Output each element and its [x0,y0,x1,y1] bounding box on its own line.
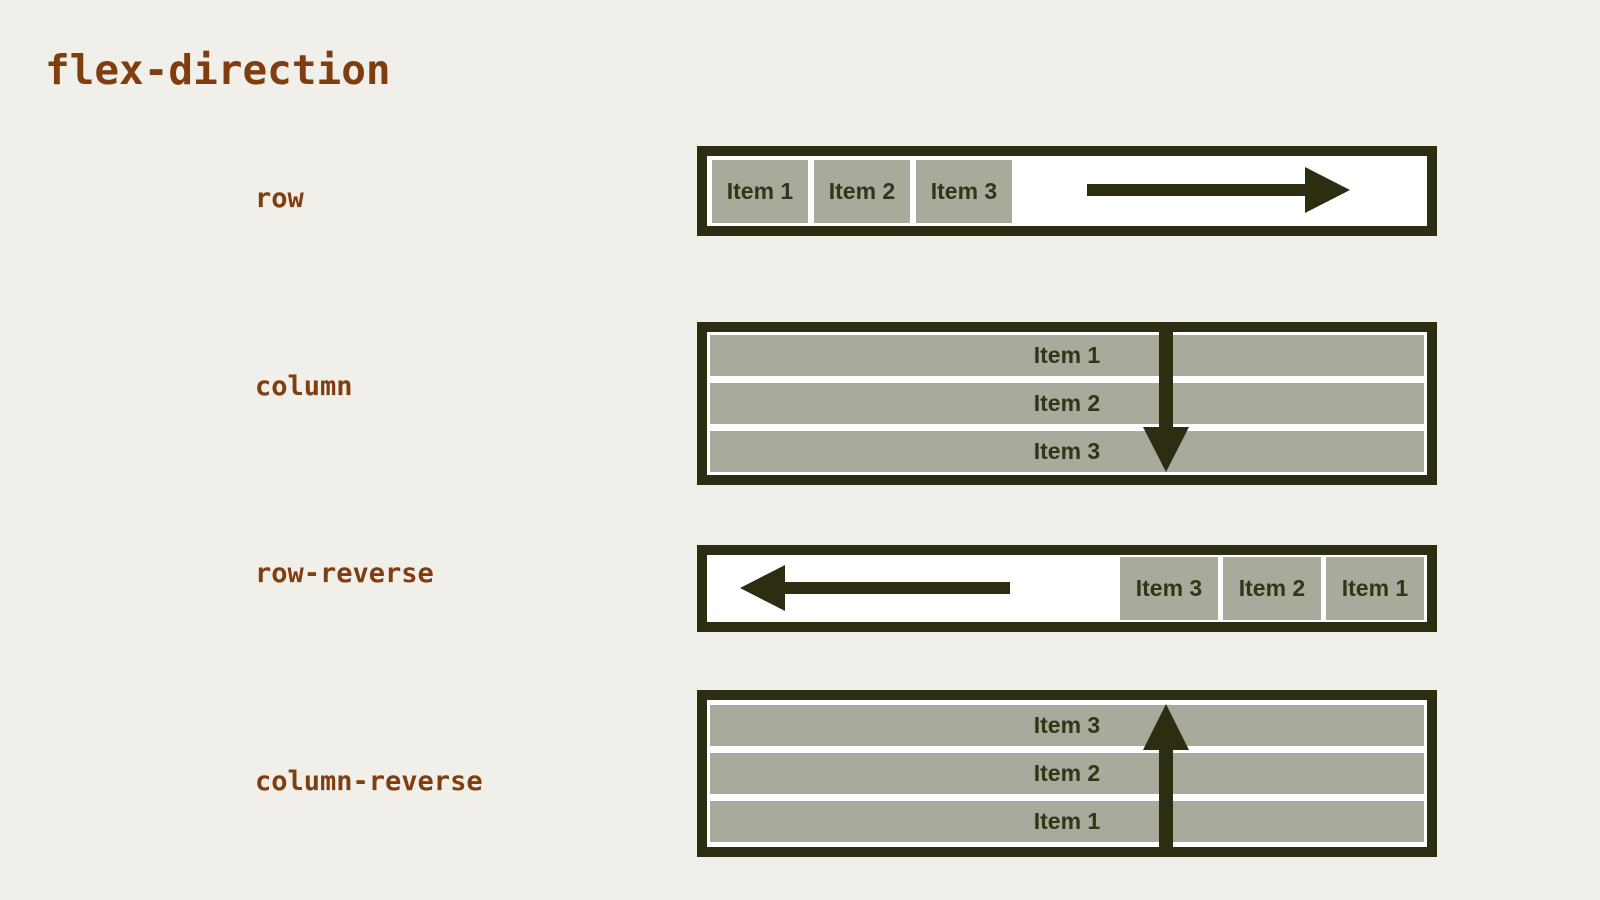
flex-item-2: Item 2 [1223,557,1321,620]
arrow-shaft [1159,332,1173,427]
label-row-reverse: row-reverse [255,558,434,589]
flex-item-2: Item 2 [710,753,1424,794]
flex-item-3: Item 3 [1120,557,1218,620]
flex-item-1: Item 1 [710,801,1424,842]
flex-item-3: Item 3 [916,159,1012,223]
flex-item-1: Item 1 [712,159,808,223]
arrow-shaft [1087,184,1305,196]
flex-item-3: Item 3 [710,431,1424,472]
row-demo-box: Item 1 Item 2 Item 3 [697,146,1437,236]
flex-item-3: Item 3 [710,705,1424,746]
arrow-up-icon [707,700,1427,847]
arrow-left-icon [707,555,1427,622]
flex-item-2: Item 2 [710,383,1424,424]
arrow-right-icon [707,156,1427,226]
page-title: flex-direction [45,46,391,94]
arrow-head [1143,427,1189,472]
column-reverse-demo-box: Item 3 Item 2 Item 1 [697,690,1437,857]
label-column-reverse: column-reverse [255,766,483,797]
flex-item-1: Item 1 [1326,557,1424,620]
arrow-head [1143,704,1189,750]
arrow-shaft [785,582,1010,594]
flex-item-1: Item 1 [710,335,1424,376]
flex-item-2: Item 2 [814,159,910,223]
arrow-head [740,565,785,611]
label-column: column [255,371,353,402]
row-reverse-demo-box: Item 3 Item 2 Item 1 [697,545,1437,632]
arrow-down-icon [707,332,1427,475]
column-demo-box: Item 1 Item 2 Item 3 [697,322,1437,485]
arrow-head [1305,167,1350,213]
arrow-shaft [1159,750,1173,847]
label-row: row [255,183,304,214]
